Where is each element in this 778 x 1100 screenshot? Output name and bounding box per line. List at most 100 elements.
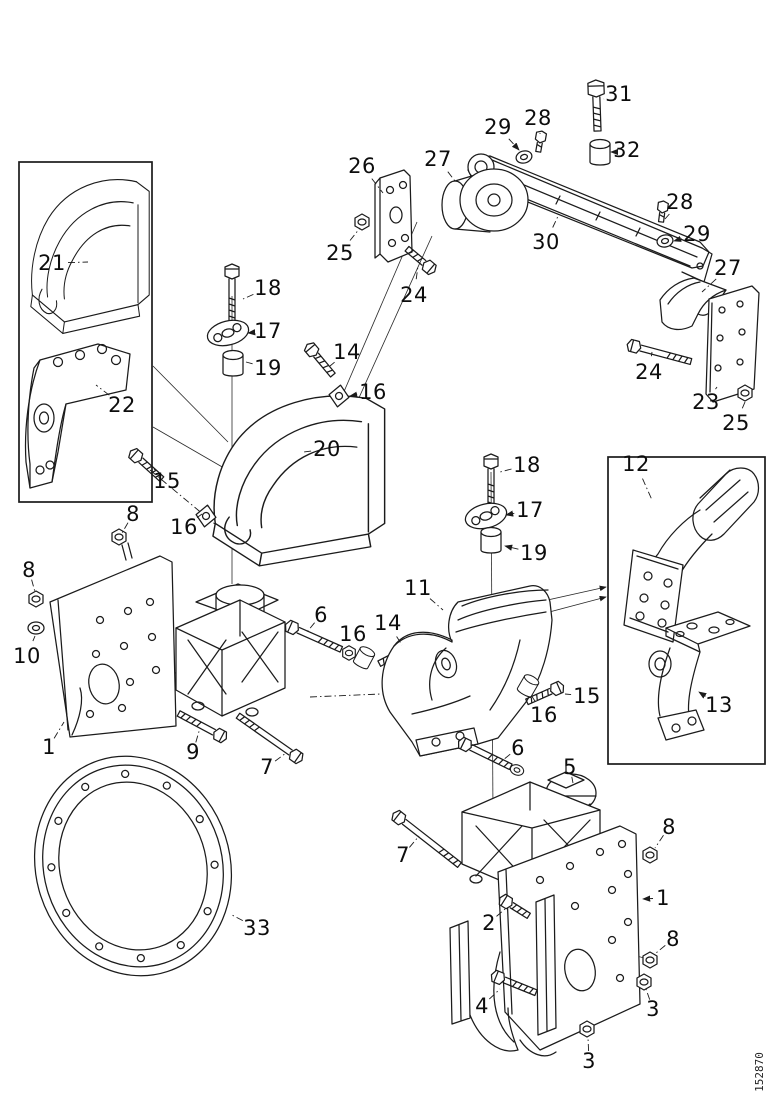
detail-inset-left bbox=[18, 161, 153, 503]
leader-line-18 bbox=[242, 293, 254, 300]
callout-30: 30 bbox=[532, 230, 560, 254]
part-bolt-14 bbox=[303, 342, 336, 378]
leader-line-27 bbox=[701, 278, 717, 293]
leader-line-12 bbox=[642, 478, 653, 501]
callout-16: 16 bbox=[359, 380, 387, 404]
callout-14: 14 bbox=[374, 611, 402, 635]
part-isolator-assembly-left bbox=[175, 583, 286, 717]
part-bracket-22 bbox=[24, 343, 131, 489]
leader-line-26 bbox=[371, 178, 384, 194]
part-mount-bracket-11 bbox=[381, 585, 553, 757]
callout-4: 4 bbox=[475, 994, 489, 1018]
part-bolt-6 bbox=[457, 736, 513, 771]
callout-8: 8 bbox=[126, 502, 140, 526]
part-bracket-13 bbox=[648, 611, 751, 741]
part-washer-29 bbox=[514, 148, 534, 166]
callout-3: 3 bbox=[646, 997, 660, 1021]
callout-16: 16 bbox=[170, 515, 198, 539]
part-spacer-19 bbox=[222, 349, 244, 377]
part-locknut-25 bbox=[354, 213, 370, 231]
part-locknut-25 bbox=[737, 384, 753, 402]
leader-line-24 bbox=[415, 265, 419, 280]
part-bolt-28 bbox=[534, 130, 548, 153]
callout-11: 11 bbox=[404, 576, 432, 600]
part-bolt-4 bbox=[490, 969, 538, 997]
part-bolt-28 bbox=[656, 200, 669, 223]
callout-18: 18 bbox=[513, 453, 541, 477]
callout-26: 26 bbox=[348, 154, 376, 178]
part-cap-screw-18 bbox=[224, 263, 240, 323]
leader-line-6 bbox=[502, 753, 511, 761]
callout-23: 23 bbox=[692, 390, 720, 414]
callout-16: 16 bbox=[339, 622, 367, 646]
leader-line-19 bbox=[504, 544, 519, 551]
part-mounting-plate-1-left bbox=[49, 555, 177, 738]
part-bolt-15 bbox=[525, 680, 565, 706]
callout-28: 28 bbox=[666, 190, 694, 214]
part-locknut-3 bbox=[579, 1020, 595, 1038]
part-plate-23 bbox=[705, 285, 760, 403]
leader-line-7 bbox=[274, 752, 287, 762]
part-cap-screw-31 bbox=[587, 79, 605, 132]
part-insulator-bracket-20 bbox=[212, 395, 386, 567]
callout-25: 25 bbox=[326, 241, 354, 265]
leader-line-20 bbox=[303, 450, 312, 453]
leader-line-23 bbox=[715, 386, 718, 390]
leader-line-30 bbox=[552, 213, 560, 228]
part-bracket-26 bbox=[374, 169, 413, 263]
callout-2: 2 bbox=[482, 911, 496, 935]
part-clamp-17 bbox=[204, 315, 252, 351]
part-bolt-24 bbox=[626, 338, 693, 366]
callout-21: 21 bbox=[38, 251, 66, 275]
leader-line-17 bbox=[505, 510, 515, 517]
callout-17: 17 bbox=[254, 319, 282, 343]
part-locknut-8 bbox=[642, 951, 658, 969]
leader-line-29 bbox=[508, 138, 520, 151]
callout-16: 16 bbox=[530, 703, 558, 727]
leader-line-8 bbox=[654, 835, 664, 849]
leader-line-8 bbox=[655, 945, 666, 954]
leader-line-11 bbox=[429, 598, 444, 611]
callout-24: 24 bbox=[400, 283, 428, 307]
part-bolt-9 bbox=[176, 710, 228, 744]
callout-10: 10 bbox=[13, 644, 41, 668]
callout-20: 20 bbox=[313, 437, 341, 461]
leader-line-16 bbox=[196, 513, 203, 518]
leader-line-3 bbox=[645, 988, 651, 1000]
callout-3: 3 bbox=[582, 1049, 596, 1073]
callout-12: 12 bbox=[622, 452, 650, 476]
figure-code: 152870 bbox=[753, 1052, 766, 1092]
part-mounting-plate-1-right bbox=[449, 825, 641, 1057]
callout-8: 8 bbox=[662, 815, 676, 839]
callout-27: 27 bbox=[424, 147, 452, 171]
leader-line-8 bbox=[31, 579, 36, 593]
leader-line-18 bbox=[499, 468, 512, 473]
part-bolt-7 bbox=[235, 712, 304, 765]
part-washer-10 bbox=[27, 621, 45, 635]
detail-inset-right bbox=[607, 456, 766, 765]
part-bolt-2 bbox=[498, 893, 531, 920]
leader-line-15 bbox=[564, 693, 572, 696]
callout-24: 24 bbox=[635, 360, 663, 384]
callout-19: 19 bbox=[520, 541, 548, 565]
leader-line-3 bbox=[587, 1037, 590, 1052]
part-insulator-27 bbox=[441, 168, 529, 233]
part-bolt-6 bbox=[284, 619, 344, 653]
leader-line-2 bbox=[496, 908, 506, 917]
callout-6: 6 bbox=[314, 603, 328, 627]
part-bolt-7 bbox=[391, 809, 462, 869]
leader-line-10 bbox=[32, 635, 36, 642]
callout-9: 9 bbox=[186, 740, 200, 764]
callout-14: 14 bbox=[333, 340, 361, 364]
callout-8: 8 bbox=[666, 927, 680, 951]
callout-33: 33 bbox=[243, 916, 271, 940]
leader-line-25 bbox=[349, 227, 361, 241]
callout-6: 6 bbox=[511, 736, 525, 760]
callout-27: 27 bbox=[714, 256, 742, 280]
leader-line-22 bbox=[95, 384, 110, 396]
callout-29: 29 bbox=[683, 222, 711, 246]
callout-32: 32 bbox=[613, 138, 641, 162]
